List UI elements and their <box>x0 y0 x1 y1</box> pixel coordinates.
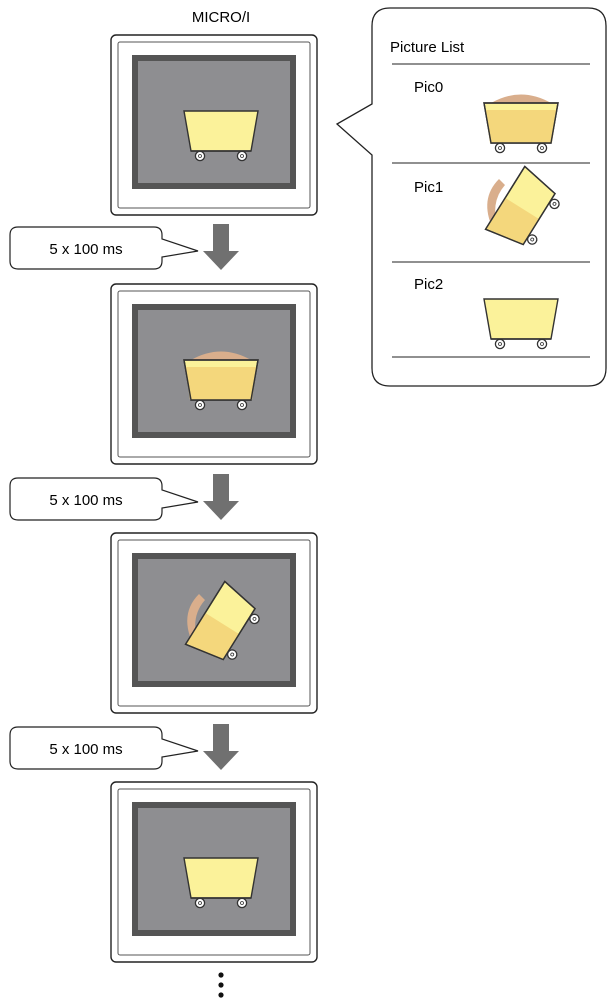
picture-list-title: Picture List <box>390 39 465 56</box>
down-arrow-icon <box>203 474 239 520</box>
picture-list-item-label-0: Pic0 <box>414 79 443 96</box>
down-arrow-icon <box>203 724 239 770</box>
picture-list-panel: Picture List Pic0 Pic1 Pic2 <box>335 7 607 387</box>
picture-list-item-label-1: Pic1 <box>414 179 443 196</box>
down-arrow-icon <box>203 224 239 270</box>
picture-list-item-label-2: Pic2 <box>414 276 443 293</box>
interval-label-1: 5 x 100 ms <box>49 241 122 258</box>
interval-callout-1: 5 x 100 ms <box>9 226 199 270</box>
device-title: MICRO/I <box>192 9 250 26</box>
interval-label-2: 5 x 100 ms <box>49 492 122 509</box>
continuation-dots <box>218 972 224 998</box>
interval-callout-3: 5 x 100 ms <box>9 726 199 770</box>
interval-callout-2: 5 x 100 ms <box>9 477 199 521</box>
interval-label-3: 5 x 100 ms <box>49 741 122 758</box>
